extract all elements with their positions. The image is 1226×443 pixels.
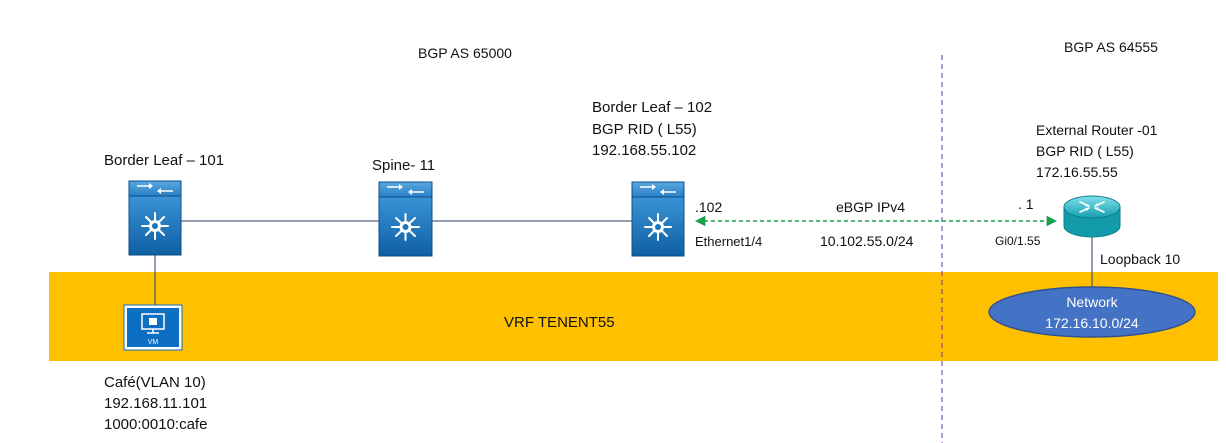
switch-icon[interactable] (631, 181, 685, 257)
loopback-label: Loopback 10 (1100, 251, 1180, 267)
network-subnet: 172.16.10.0/24 (1045, 315, 1139, 331)
border-leaf-101-label: Border Leaf – 101 (104, 152, 224, 169)
border-leaf-102-ip-suffix: .102 (695, 199, 722, 215)
external-router-ip-suffix: . 1 (1018, 196, 1034, 212)
vrf-label: VRF TENENT55 (504, 314, 615, 331)
ebgp-subnet-label: 10.102.55.0/24 (820, 233, 914, 249)
as-left-label: BGP AS 65000 (418, 45, 512, 61)
border-leaf-102-label: Border Leaf – 102 (592, 99, 712, 116)
router-icon[interactable] (1063, 195, 1121, 238)
spine-11-label: Spine- 11 (372, 157, 435, 174)
ebgp-protocol-label: eBGP IPv4 (836, 199, 905, 215)
switch-icon[interactable] (128, 180, 182, 256)
border-leaf-102-rid: 192.168.55.102 (592, 142, 696, 159)
vm-host-name: Café(VLAN 10) (104, 374, 206, 391)
vm-host-ipv4: 192.168.11.101 (104, 395, 207, 412)
border-leaf-102-rid-label: BGP RID ( L55) (592, 121, 697, 138)
switch-icon[interactable] (378, 181, 433, 257)
vm-host-ipv6: 1000:0010:cafe (104, 416, 207, 433)
network-label: Network (1066, 294, 1118, 310)
vm-icon[interactable] (123, 304, 183, 351)
network-cloud[interactable] (988, 286, 1196, 338)
external-router-label: External Router -01 (1036, 122, 1158, 138)
external-router-interface: Gi0/1.55 (995, 234, 1041, 248)
external-router-rid-label: BGP RID ( L55) (1036, 143, 1134, 159)
vm-badge-label: VM (148, 339, 159, 346)
border-leaf-102-interface: Ethernet1/4 (695, 234, 762, 249)
external-router-rid: 172.16.55.55 (1036, 164, 1118, 180)
as-right-label: BGP AS 64555 (1064, 39, 1158, 55)
